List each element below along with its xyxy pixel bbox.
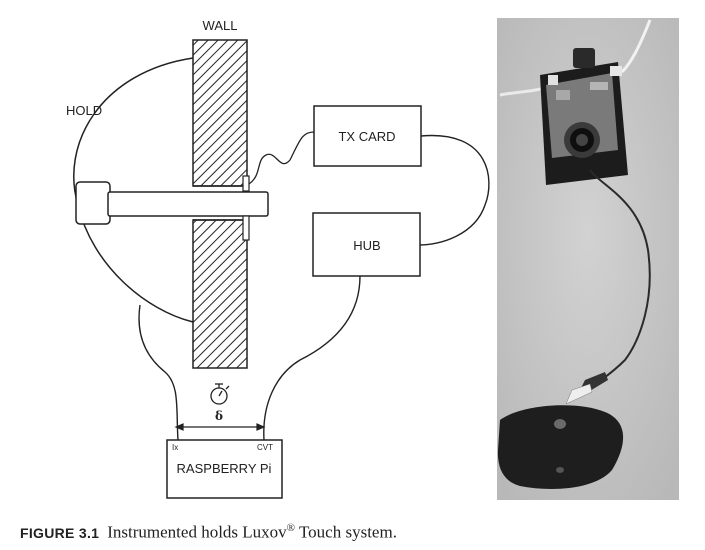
bolt-shaft bbox=[107, 191, 269, 217]
ix-label: Ix bbox=[172, 443, 178, 452]
figure-caption: FIGURE 3.1 Instrumented holds Luxov® Touc… bbox=[20, 522, 680, 543]
hold-label: HOLD bbox=[66, 103, 102, 118]
caption-text-end: Touch system. bbox=[295, 522, 397, 542]
timing-arrow bbox=[174, 423, 266, 431]
wall-label: WALL bbox=[203, 18, 238, 33]
raspberry-pi-label: RASPBERRY Pi bbox=[177, 461, 272, 476]
registered-mark: ® bbox=[286, 522, 296, 534]
wall-upper bbox=[192, 39, 248, 187]
tx-card-label: TX CARD bbox=[338, 129, 395, 144]
tx-card-box bbox=[313, 105, 422, 167]
bolt-head bbox=[75, 181, 111, 225]
hub-box bbox=[312, 212, 421, 277]
figure-number: FIGURE 3.1 bbox=[20, 524, 100, 541]
cable-tx-hub bbox=[419, 134, 490, 246]
delta-t-symbol: δ bbox=[215, 409, 223, 423]
wire-bolt-tx bbox=[248, 131, 315, 185]
raspberry-pi-box bbox=[166, 439, 283, 499]
hub-label: HUB bbox=[353, 238, 380, 253]
cvt-label: CVT bbox=[257, 443, 273, 452]
cable-hub-raspberry bbox=[263, 275, 361, 441]
caption-text: Instrumented holds Luxov bbox=[107, 522, 287, 542]
wall-lower bbox=[192, 219, 248, 369]
photo-panel bbox=[497, 18, 679, 500]
stopwatch-icon bbox=[210, 383, 230, 405]
cable-hold-raspberry bbox=[138, 304, 179, 441]
